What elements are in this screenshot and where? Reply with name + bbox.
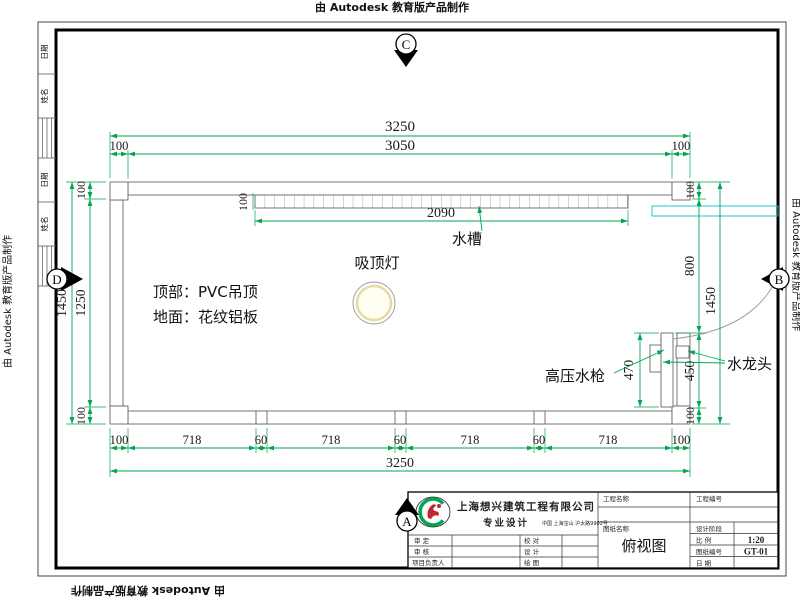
title-block-grid xyxy=(408,492,778,568)
field-check: 审 核 xyxy=(414,547,430,556)
faucet-left xyxy=(649,344,662,373)
ceiling-lamp-label: 吸顶灯 xyxy=(354,254,399,272)
strip-name-2: 姓名 xyxy=(39,217,49,232)
dim-top-inner: 3050 xyxy=(385,138,415,154)
dimension-texts: 3250 100 3050 100 2090 100 1450 100 1250… xyxy=(55,119,719,471)
dim-left-overall: 1450 xyxy=(55,289,70,317)
company-subtitle: 专业设计 xyxy=(483,517,529,529)
dim-right-bottom-100: 100 xyxy=(683,407,697,425)
dim-gun-length: 470 xyxy=(621,360,636,381)
banner-bottom: 由 Autodesk 教育版产品制作 xyxy=(71,584,225,598)
dim-bottom-overall: 3250 xyxy=(386,456,414,471)
section-markers: C A D B xyxy=(46,33,790,532)
leader-lines xyxy=(477,205,726,374)
svg-text:C: C xyxy=(402,37,411,52)
field-date-label: 日 期 xyxy=(696,560,712,568)
plan-labels: 水槽 吸顶灯 顶部：PVC吊顶 地面：花纹铝板 高压水枪 水龙头 xyxy=(153,205,772,385)
field-approve: 审 定 xyxy=(414,536,430,545)
svg-text:D: D xyxy=(52,272,61,287)
wall-top xyxy=(127,181,673,196)
field-project-name: 工程名称 xyxy=(603,494,630,503)
drawing-no-value: GT-01 xyxy=(744,547,769,557)
window-glass xyxy=(651,205,779,217)
field-drawing-name: 图纸名称 xyxy=(603,524,630,533)
dim-top-overall: 3250 xyxy=(385,119,415,135)
dim-right-upper: 800 xyxy=(682,256,697,277)
dimensions: 3250 100 3050 100 2090 100 1450 100 1250… xyxy=(55,119,730,477)
dim-top-left-100: 100 xyxy=(110,139,129,153)
dim-top-right-100: 100 xyxy=(672,139,691,153)
pressure-gun-label: 高压水枪 xyxy=(545,367,605,385)
marker-bottom-A: A xyxy=(395,498,419,532)
dimension-lines xyxy=(69,133,723,474)
column-bottom-left xyxy=(109,405,129,425)
view-name: 俯视图 xyxy=(621,537,666,555)
floor-plan xyxy=(109,181,782,425)
strip-name-1: 姓名 xyxy=(39,89,49,104)
ceiling-note: 顶部：PVC吊顶 xyxy=(153,283,258,301)
svg-text:A: A xyxy=(402,514,412,529)
dim-sink-width: 100 xyxy=(236,193,250,211)
banner-top: 由 Autodesk 教育版产品制作 xyxy=(315,0,469,14)
field-proof: 校 对 xyxy=(524,536,540,545)
ceiling-lamp-inner xyxy=(355,284,393,322)
column-bottom-right xyxy=(671,405,691,425)
dim-left-mid: 1250 xyxy=(73,289,88,316)
field-scale-label: 比 例 xyxy=(696,536,711,545)
dim-bot-4: 718 xyxy=(322,433,341,447)
dim-bot-1: 100 xyxy=(110,433,129,447)
wall-left xyxy=(109,199,124,407)
scale-value: 1:20 xyxy=(748,535,765,545)
marker-left-D: D xyxy=(46,267,83,291)
dim-right-lower: 450 xyxy=(682,361,697,382)
company-address: 中国 上海宝山 沪太路9902号 xyxy=(542,520,608,527)
dim-bot-9: 100 xyxy=(672,433,691,447)
dim-sink-length: 2090 xyxy=(427,206,455,221)
sink-trough xyxy=(254,194,629,209)
banner-left: 由 Autodesk 教育版产品制作 xyxy=(1,235,14,368)
svg-text:B: B xyxy=(775,272,784,287)
dim-bot-2: 718 xyxy=(183,433,202,447)
mullion-2 xyxy=(394,410,407,425)
dim-bot-5: 60 xyxy=(394,433,407,447)
faucet-right xyxy=(675,345,690,359)
company-name: 上海想兴建筑工程有限公司 xyxy=(457,500,595,513)
company-logo xyxy=(415,496,451,528)
field-stage: 设计阶段 xyxy=(696,524,723,533)
column-top-right xyxy=(671,181,691,201)
field-draft: 绘 图 xyxy=(524,558,539,567)
signature-strip xyxy=(38,73,56,287)
marker-top-C: C xyxy=(394,33,418,67)
dim-bot-6: 718 xyxy=(461,433,480,447)
sink-label: 水槽 xyxy=(452,230,482,248)
floor-note: 地面：花纹铝板 xyxy=(153,308,258,326)
strip-date-2: 日期 xyxy=(40,173,49,188)
dim-left-top-100: 100 xyxy=(74,181,88,199)
dim-bot-3: 60 xyxy=(255,433,268,447)
mullion-3 xyxy=(533,410,546,425)
dim-right-overall: 1450 xyxy=(704,287,719,315)
marker-right-B: B xyxy=(761,267,790,291)
column-top-left xyxy=(109,181,129,201)
dim-left-bottom-100: 100 xyxy=(74,407,88,425)
banner-right: 由 Autodesk 教育版产品制作 xyxy=(790,198,800,331)
dim-bot-8: 718 xyxy=(599,433,618,447)
strip-date-1: 日期 xyxy=(40,45,49,60)
field-project-no: 工程编号 xyxy=(696,494,723,503)
faucet-label: 水龙头 xyxy=(727,355,772,373)
field-project-lead: 项目负责人 xyxy=(412,558,445,567)
pressure-gun-body xyxy=(660,332,674,408)
frame-outer xyxy=(37,21,787,577)
dim-bot-7: 60 xyxy=(533,433,546,447)
field-drawing-no-label: 图纸编号 xyxy=(696,547,723,556)
field-design: 设 计 xyxy=(524,547,540,556)
mullion-1 xyxy=(255,410,268,425)
dim-right-top-100: 100 xyxy=(683,181,697,199)
title-block: 上海想兴建筑工程有限公司 专业设计 中国 上海宝山 沪太路9902号 审 定 校… xyxy=(407,491,779,569)
